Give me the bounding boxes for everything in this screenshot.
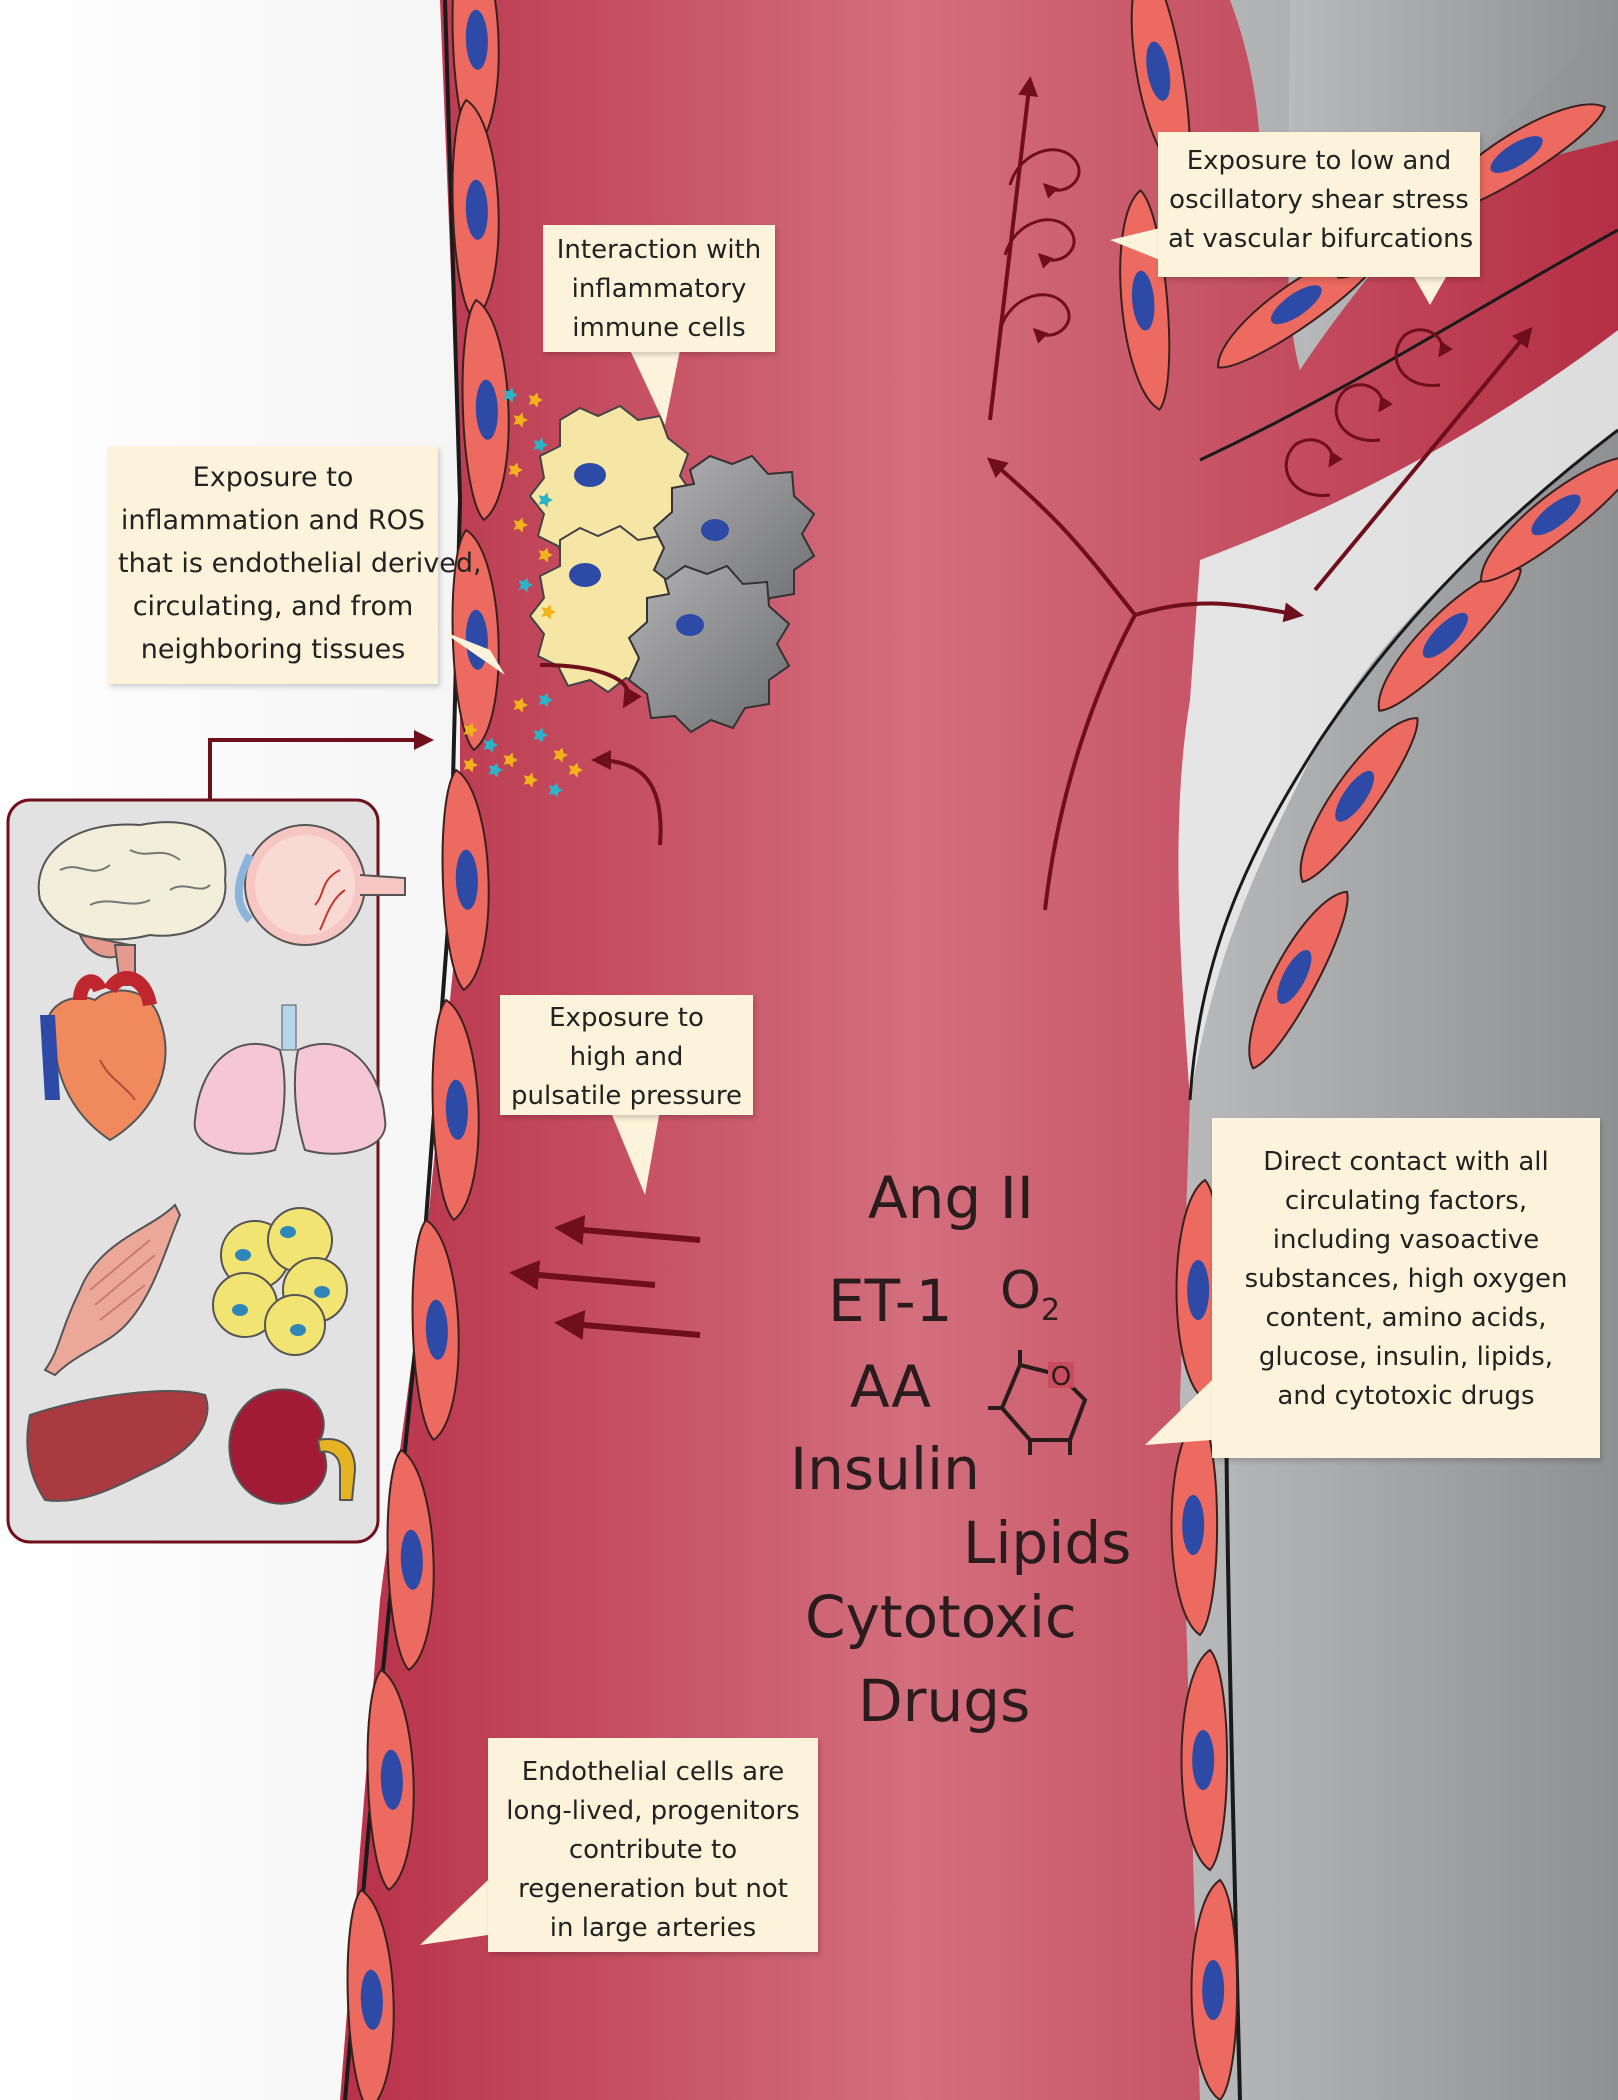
heart-icon xyxy=(40,971,167,1142)
ros-particle xyxy=(538,547,553,563)
ros-particle xyxy=(518,577,533,593)
liver-icon xyxy=(26,1390,209,1502)
ros-particle xyxy=(503,752,518,768)
lungs-icon xyxy=(193,1004,387,1155)
endothelial-cell xyxy=(1480,456,1618,583)
endothelial-cell xyxy=(1180,1648,1229,1872)
organ-connector-arrow xyxy=(208,730,434,800)
factor-amino-acids: AA xyxy=(850,1353,931,1421)
left-endothelial-cells xyxy=(346,0,510,2100)
glucose-ring-oxygen: O xyxy=(1051,1362,1071,1392)
callout-shear-stress: Exposure to low and oscillatory shear st… xyxy=(1158,132,1480,277)
ros-particles xyxy=(463,387,583,798)
factor-ang-ii: Ang II xyxy=(868,1164,1034,1232)
bifurcation-tissue xyxy=(1287,0,1618,370)
flow-arrows xyxy=(986,76,1533,911)
eye-icon xyxy=(234,824,406,946)
callout-circulating-factors: Direct contact with all circulating fact… xyxy=(1212,1118,1600,1458)
ros-particle xyxy=(483,737,498,753)
ros-particle xyxy=(568,762,583,778)
ros-particle xyxy=(541,604,556,620)
ros-particle xyxy=(533,437,548,453)
brain-icon xyxy=(37,821,227,986)
ros-particle xyxy=(508,462,523,478)
ros-particle xyxy=(503,387,518,403)
muscle-icon xyxy=(43,1203,182,1377)
endothelial-cell xyxy=(1170,1413,1219,1637)
endothelial-cell xyxy=(346,1888,395,2100)
endothelial-cell xyxy=(461,298,510,522)
endothelial-cell xyxy=(411,1218,460,1442)
factor-drugs: Drugs xyxy=(858,1667,1031,1735)
ros-particle xyxy=(513,697,528,713)
endothelial-cell xyxy=(451,528,500,752)
endothelial-cell xyxy=(1248,890,1349,1070)
endothelial-cell xyxy=(386,1448,435,1672)
ros-particle xyxy=(553,747,568,763)
organ-panel xyxy=(6,798,406,1544)
factor-insulin: Insulin xyxy=(790,1435,980,1503)
factor-cytotoxic: Cytotoxic xyxy=(805,1583,1077,1651)
ros-particle xyxy=(538,492,553,508)
factor-oxygen: O2 xyxy=(1000,1261,1061,1328)
callout-pulsatile-pressure: Exposure to high and pulsatile pressure xyxy=(500,995,753,1115)
ros-particle xyxy=(513,517,528,533)
endothelial-cell xyxy=(1130,0,1191,180)
callout-long-lived-cells: Endothelial cells are long-lived, progen… xyxy=(488,1738,818,1952)
endothelial-cell xyxy=(366,1668,415,1892)
endothelial-cell xyxy=(451,98,500,322)
pressure-arrows xyxy=(509,1215,701,1340)
endothelial-cell xyxy=(1299,717,1419,884)
right-tissue xyxy=(1180,0,1618,2100)
factor-et-1: ET-1 xyxy=(828,1267,953,1335)
kidney-icon xyxy=(228,1388,357,1505)
adipocytes-icon xyxy=(212,1207,348,1356)
ros-particle xyxy=(488,762,503,778)
callout-pointers xyxy=(420,228,1450,1945)
immune-cells xyxy=(528,404,816,734)
ros-particle xyxy=(538,692,553,708)
endothelial-cell xyxy=(441,768,490,992)
endothelial-cell xyxy=(1190,1878,1239,2100)
glucose-ring-icon: O xyxy=(988,1350,1088,1455)
ros-particle xyxy=(463,757,478,773)
ros-particle xyxy=(533,727,548,743)
callout-immune-cells: Interaction with inflammatory immune cel… xyxy=(543,225,775,352)
ros-particle xyxy=(523,772,538,788)
callout-inflammation-ros: Exposure to inflammation and ROS that is… xyxy=(108,446,482,684)
endothelial-cell xyxy=(1377,567,1522,712)
ros-particle xyxy=(463,722,478,738)
endothelial-cell xyxy=(431,998,480,1222)
ros-particle xyxy=(528,392,543,408)
ros-particle xyxy=(548,782,563,798)
factor-lipids: Lipids xyxy=(963,1509,1132,1577)
ros-particle xyxy=(513,412,528,428)
